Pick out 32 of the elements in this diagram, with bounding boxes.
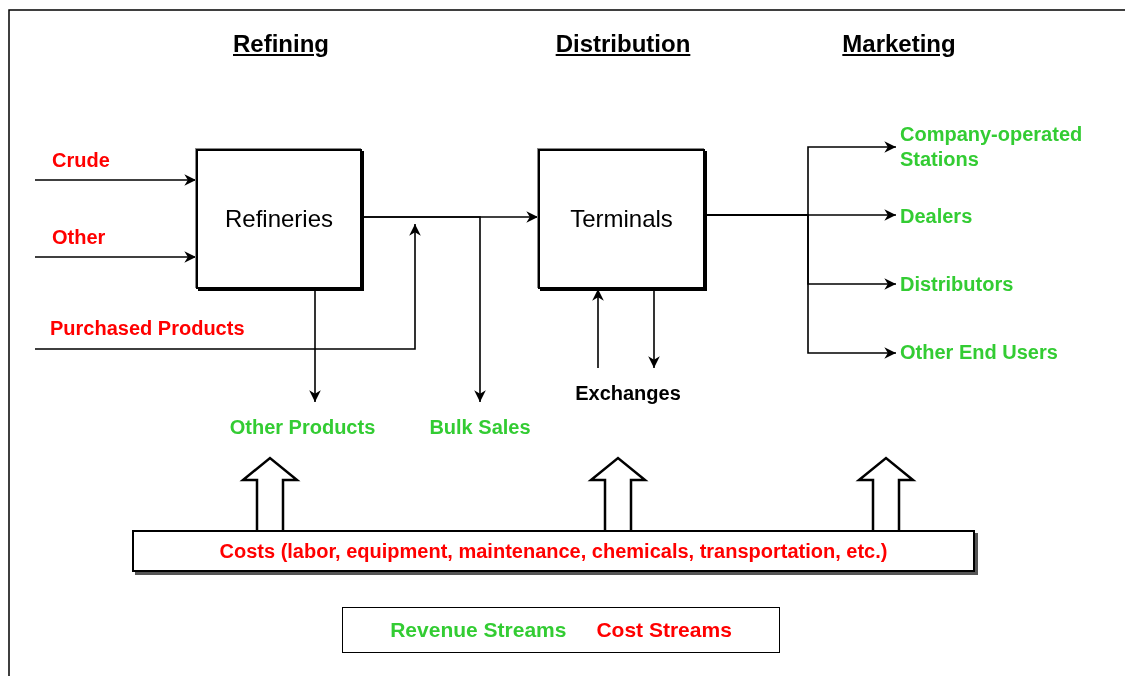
column-heading: Refining: [233, 30, 329, 58]
process-box: [196, 149, 362, 289]
block-arrow: [239, 456, 301, 532]
cost-text: Costs (labor, equipment, maintenance, chemicals, transportation, etc.): [219, 538, 888, 564]
column-heading: Distribution: [555, 30, 691, 58]
flow-label: Crude: [52, 148, 110, 173]
flow-label: Other: [52, 225, 106, 250]
flow-label: Other Products: [229, 415, 376, 440]
arrow: [34, 223, 421, 350]
column-heading: Marketing: [842, 30, 956, 58]
arrow: [361, 216, 486, 403]
arrow: [34, 251, 197, 263]
block-arrow: [587, 456, 649, 532]
arrow: [309, 288, 321, 403]
flow-label: Distributors: [900, 271, 1014, 297]
box-label: Terminals: [570, 205, 673, 233]
arrow: [34, 174, 197, 186]
block-arrow: [855, 456, 917, 532]
arrow: [592, 288, 604, 369]
flow-label: Dealers: [900, 203, 973, 229]
arrow: [704, 214, 897, 359]
cost-bar: [132, 530, 975, 572]
process-box: [538, 149, 705, 289]
flow-label: Company-operated Stations: [900, 122, 1084, 172]
flow-label: Other End Users: [900, 339, 1058, 365]
arrow: [648, 288, 660, 369]
flow-label: Exchanges: [575, 381, 681, 406]
box-label: Refineries: [224, 205, 333, 233]
legend-entry: Cost Streams: [596, 618, 732, 642]
flow-label: Bulk Sales: [429, 415, 531, 440]
flow-label: Purchased Products: [50, 316, 245, 341]
legend-entry: Revenue Streams: [390, 618, 567, 642]
